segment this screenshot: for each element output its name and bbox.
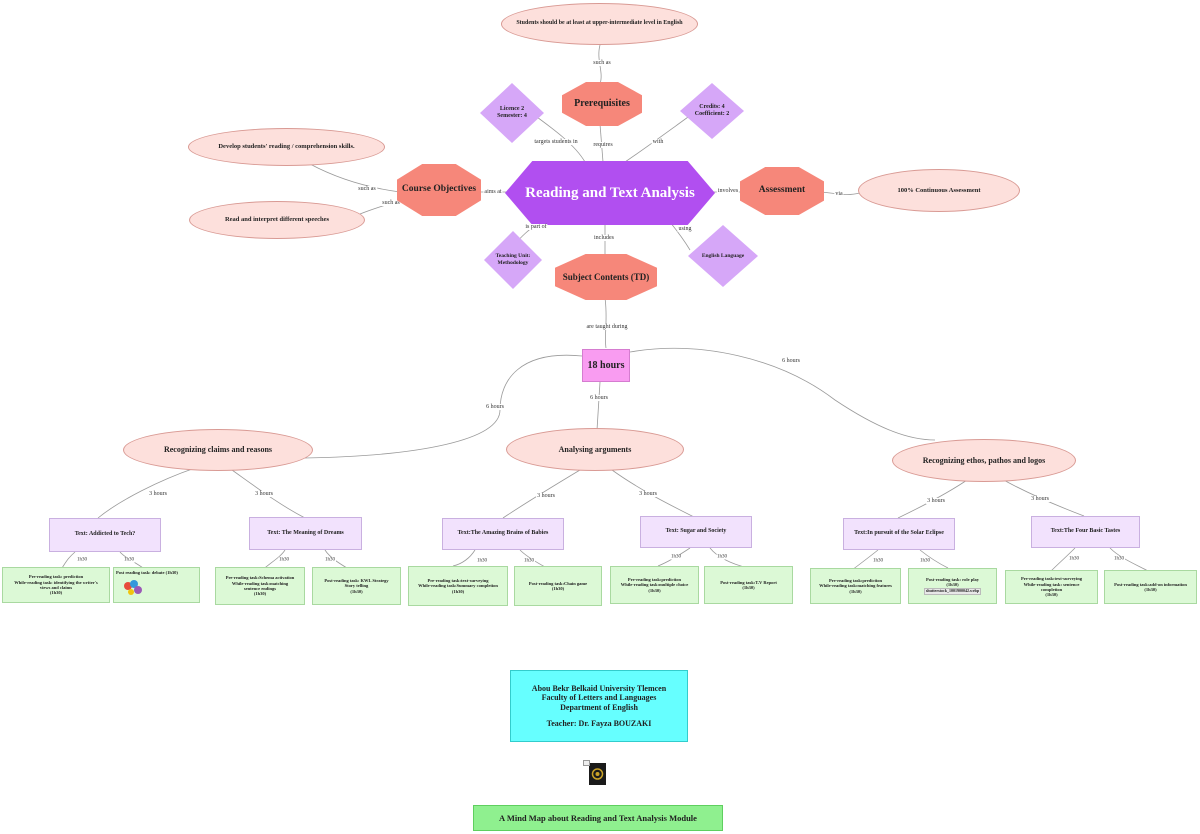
- hours-label-right: 6 hours: [781, 358, 801, 364]
- university-info-box: Abou Bekr Belkaid University Tlemcen Fac…: [510, 670, 688, 742]
- duration-label-2: 1h30: [123, 557, 135, 563]
- topic-node-3[interactable]: Recognizing ethos, pathos and logos: [892, 439, 1076, 482]
- hours-label-left: 6 hours: [485, 404, 505, 410]
- footer-title-box: A Mind Map about Reading and Text Analys…: [473, 805, 723, 831]
- includes-label: includes: [593, 235, 615, 241]
- three-hours-label-1: 3 hours: [148, 491, 168, 497]
- text-node-5[interactable]: Text:In pursuit of the Solar Eclipse: [843, 518, 955, 550]
- involves-label: involves: [716, 188, 740, 194]
- topic-node-2[interactable]: Analysing arguments: [506, 428, 684, 471]
- hours-label-mid: 6 hours: [589, 395, 609, 401]
- duration-label-11: 1h30: [1068, 556, 1080, 562]
- objective-item-2[interactable]: Read and interpret different speeches: [189, 201, 365, 239]
- objectives-such-as-label-2: such as: [381, 200, 401, 206]
- logo-tag-icon: [583, 760, 590, 766]
- three-hours-label-6: 3 hours: [1030, 496, 1050, 502]
- assessment-detail-node[interactable]: 100% Continuous Assessment: [858, 169, 1020, 212]
- three-hours-label-5: 3 hours: [926, 498, 946, 504]
- duration-label-3: 1h30: [278, 557, 290, 563]
- hours-total-node[interactable]: 18 hours: [582, 349, 630, 382]
- attachment-filename[interactable]: shutterstock_1001900042.webp: [923, 588, 982, 596]
- duration-label-10: 1h30: [919, 558, 931, 564]
- prereq-such-as-label: such as: [592, 60, 612, 66]
- task-2-thumbnail: [122, 578, 144, 598]
- prereq-detail-node[interactable]: Students should be at least at upper-int…: [501, 3, 698, 45]
- duration-label-6: 1h30: [523, 558, 535, 564]
- task-node-6[interactable]: Post-reading task:Chain game(1h30): [514, 566, 602, 606]
- requires-label: requires: [592, 142, 614, 148]
- text-node-1[interactable]: Text: Addicted to Tech?: [49, 518, 161, 552]
- task-node-12[interactable]: Post-reading task:add-on information(1h3…: [1104, 570, 1197, 604]
- prerequisites-node[interactable]: Prerequisites: [562, 82, 642, 126]
- task-node-8[interactable]: Post-reading task:T.V Report(1h30): [704, 566, 793, 604]
- university-logo-image: [589, 763, 606, 785]
- subject-contents-node[interactable]: Subject Contents (TD): [555, 254, 657, 300]
- duration-label-12: 1h30: [1113, 556, 1125, 562]
- central-topic-node[interactable]: Reading and Text Analysis: [505, 161, 715, 225]
- assessment-node[interactable]: Assessment: [740, 167, 824, 215]
- text-node-6[interactable]: Text:The Four Basic Tastes: [1031, 516, 1140, 548]
- topic-node-1[interactable]: Recognizing claims and reasons: [123, 429, 313, 471]
- task-node-10[interactable]: Post-reading task: role play(1h30) shutt…: [908, 568, 997, 604]
- objectives-such-as-label-1: such as: [357, 186, 377, 192]
- text-node-3[interactable]: Text:The Amazing Brains of Babies: [442, 518, 564, 550]
- duration-label-7: 1h30: [670, 554, 682, 560]
- three-hours-label-2: 3 hours: [254, 491, 274, 497]
- targets-students-label: targets students in: [533, 139, 579, 145]
- text-node-2[interactable]: Text: The Meaning of Dreams: [249, 517, 362, 550]
- duration-label-9: 1h30: [872, 558, 884, 564]
- with-label: with: [651, 139, 665, 145]
- three-hours-label-3: 3 hours: [536, 493, 556, 499]
- duration-label-5: 1h30: [476, 558, 488, 564]
- is-part-of-label: is part of: [524, 224, 548, 230]
- aims-at-label: aims at: [483, 189, 503, 195]
- using-label: using: [677, 226, 693, 232]
- via-label: via: [834, 191, 844, 197]
- course-objectives-node[interactable]: Course Objectives: [397, 164, 481, 216]
- task-node-2[interactable]: Post reading task: debate (1h30): [113, 567, 200, 603]
- taught-during-label: are taught during: [585, 324, 629, 330]
- duration-label-8: 1h30: [716, 554, 728, 560]
- objective-item-1[interactable]: Develop students' reading / comprehensio…: [188, 128, 385, 166]
- duration-label-4: 1h30: [324, 557, 336, 563]
- duration-label-1: 1h30: [76, 557, 88, 563]
- three-hours-label-4: 3 hours: [638, 491, 658, 497]
- text-node-4[interactable]: Text: Sugar and Society: [640, 516, 752, 548]
